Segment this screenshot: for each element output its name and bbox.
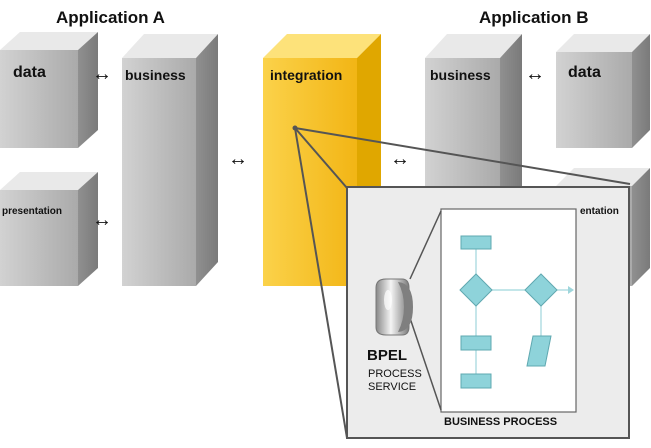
- app-a-business-label: business: [125, 67, 186, 83]
- bpel-service-line2: SERVICE: [368, 381, 417, 393]
- arrow-presentation-business-a: ↔: [92, 209, 112, 231]
- app-a-presentation-label: presentation: [2, 206, 63, 217]
- flow-task-3: [460, 373, 492, 389]
- arrow-business-data-b: ↔: [525, 63, 545, 85]
- flow-task-1: [460, 235, 492, 250]
- app-b-presentation-label: entation: [580, 206, 619, 217]
- bpel-title: BPEL: [367, 347, 408, 364]
- flow-decision-2: [524, 273, 558, 307]
- app-a-data-label: data: [13, 64, 46, 81]
- app-a-title: Application A: [56, 8, 165, 27]
- flow-decision-1: [459, 273, 493, 307]
- integration-label: integration: [270, 67, 343, 83]
- app-b-data-block: [556, 34, 650, 148]
- process-flow: [459, 235, 574, 389]
- app-a-business-block: [122, 34, 218, 286]
- app-a-presentation-block: [0, 172, 98, 286]
- bpel-service-line1: PROCESS: [368, 368, 422, 380]
- arrow-business-integration: ↔: [228, 148, 248, 170]
- business-process-label: BUSINESS PROCESS: [444, 416, 558, 428]
- zoom-origin-dot: [292, 125, 298, 131]
- arrow-data-business-a: ↔: [92, 63, 112, 85]
- flow-data-io: [526, 335, 552, 367]
- bpel-service-icon: [375, 278, 413, 336]
- flow-task-2: [460, 335, 492, 351]
- app-b-title: Application B: [479, 8, 589, 27]
- app-b-business-label: business: [430, 67, 491, 83]
- app-a-data-block: [0, 32, 98, 148]
- bpel-connector-lines: [409, 210, 442, 411]
- app-b-data-label: data: [568, 64, 601, 81]
- arrow-integration-business-b: ↔: [390, 148, 410, 170]
- zoom-lines: [294, 127, 631, 439]
